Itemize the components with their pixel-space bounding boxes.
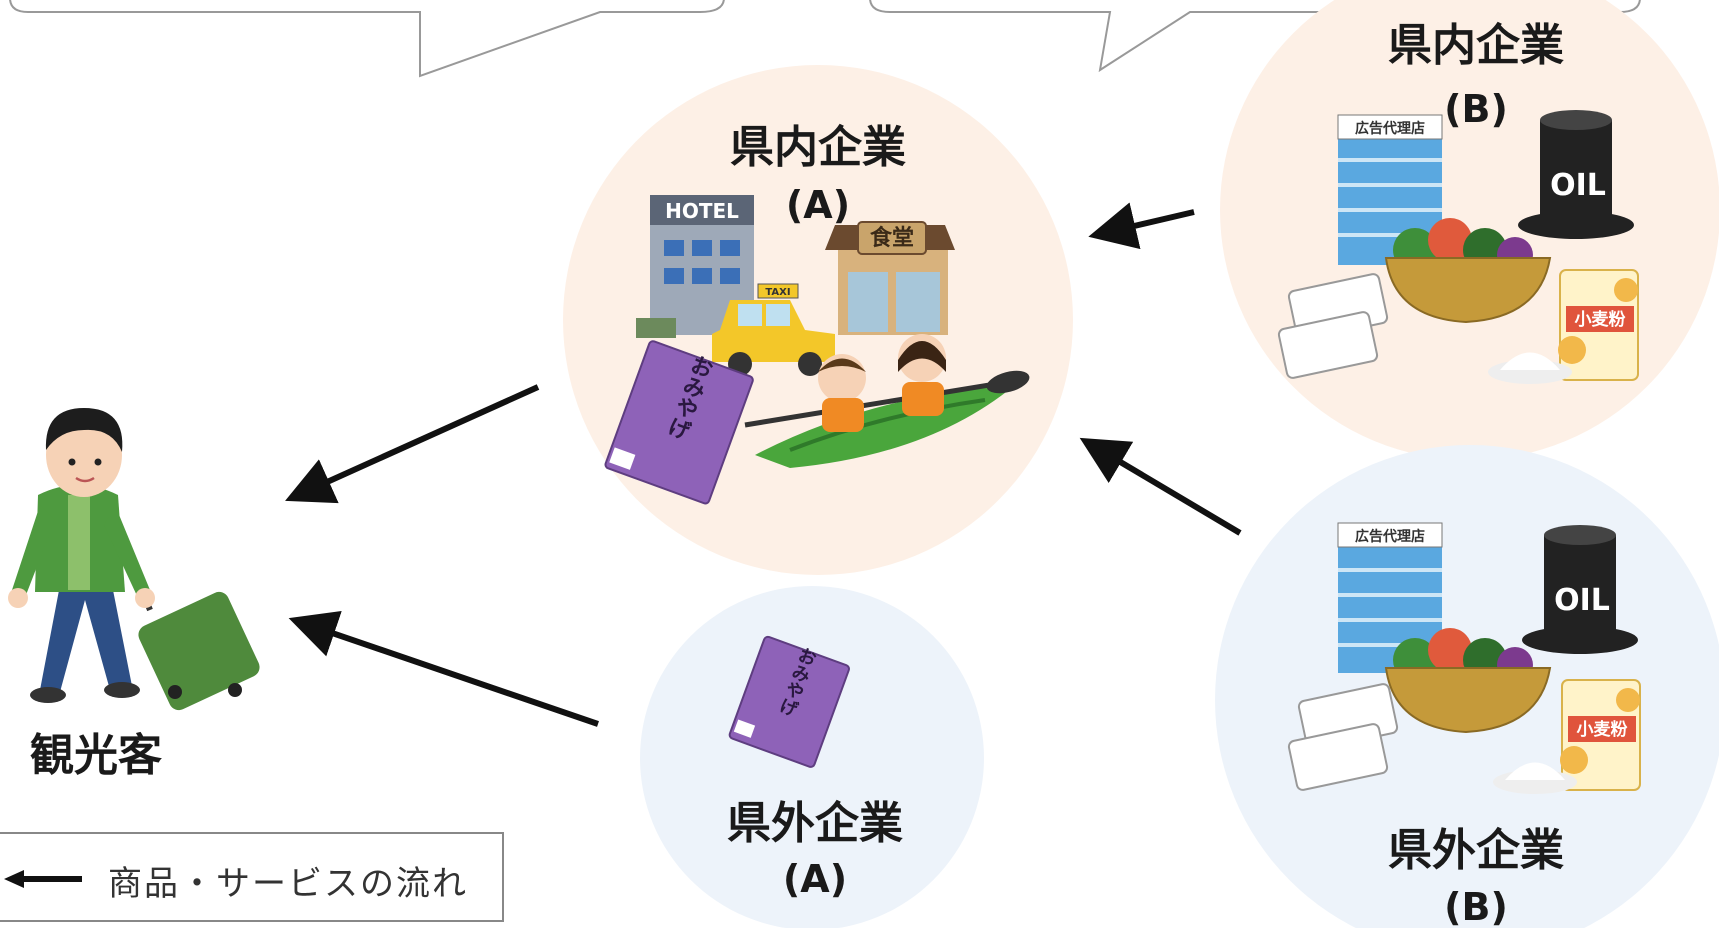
agency-sign-out-b: 広告代理店 <box>1355 528 1425 545</box>
callout-left <box>9 0 725 78</box>
shokudo-sign: 食堂 <box>870 225 914 251</box>
legend-arrow-icon <box>4 870 82 888</box>
souvenir-box-icon-a: おみやげ <box>604 340 754 505</box>
arrow-prefa-to-tourist <box>285 384 540 504</box>
oil-label-out-b: OIL <box>1554 583 1610 618</box>
in-pref-a-label-line2: (A) <box>786 183 850 227</box>
oil-label-b: OIL <box>1550 168 1606 203</box>
restaurant-icon: 食堂 <box>825 221 955 335</box>
out-pref-a-label-line2: (A) <box>783 857 847 901</box>
in-pref-b-label-line2: (B) <box>1444 87 1508 131</box>
kayak-icon <box>744 334 1030 468</box>
legend: 商品・サービスの流れ <box>0 832 504 922</box>
legend-text: 商品・サービスの流れ <box>108 864 468 904</box>
in-pref-a-label-line1: 県内企業 <box>730 122 906 173</box>
out-pref-b-label-line2: (B) <box>1444 885 1508 928</box>
agency-sign-b: 広告代理店 <box>1355 120 1425 137</box>
taxi-sign: TAXI <box>765 287 790 298</box>
supplies-group-out-b: 広告代理店 OIL 小麦粉 <box>1287 522 1641 794</box>
flour-label-out-b: 小麦粉 <box>1577 719 1628 740</box>
tourist-illustration <box>8 408 260 711</box>
out-pref-a-label-line1: 県外企業 <box>727 798 903 849</box>
out-pref-b-label-line1: 県外企業 <box>1388 825 1564 876</box>
arrow-prefb-to-prefa <box>1088 202 1195 250</box>
arrow-outa-to-tourist <box>288 610 599 727</box>
hotel-sign: HOTEL <box>665 199 739 223</box>
tourist-label: 観光客 <box>30 730 162 781</box>
flour-label-b: 小麦粉 <box>1575 309 1626 330</box>
in-pref-b-label-line1: 県内企業 <box>1388 20 1564 71</box>
souvenir-box-icon-out-a: おみやげ <box>728 635 850 768</box>
supplies-group-b: 広告代理店 OIL 小麦粉 <box>1277 110 1639 384</box>
arrow-outb-to-prefa <box>1079 437 1242 536</box>
